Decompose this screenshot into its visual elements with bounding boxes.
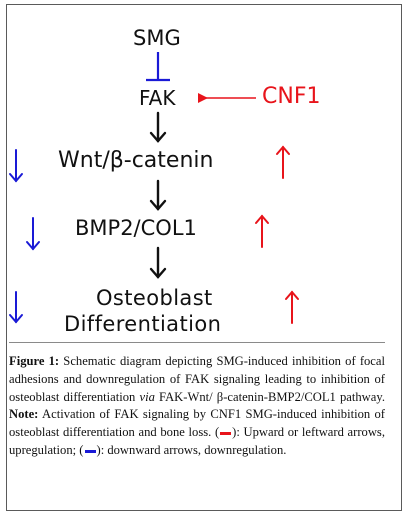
node-osteoblast: Osteoblast (96, 286, 213, 310)
node-differentiation: Differentiation (64, 312, 222, 336)
bmp2-to-osteo-arrow (149, 246, 167, 279)
caption-text-5: ): downward arrows, downregulation. (96, 442, 287, 457)
figure-frame (6, 4, 402, 511)
legend-blue-swatch (84, 449, 96, 453)
fak-to-wnt-arrow (149, 111, 167, 143)
osteo-up-arrow (285, 290, 299, 324)
figure-caption: Figure 1: Schematic diagram depicting SM… (9, 342, 385, 460)
wnt-down-arrow (9, 149, 23, 183)
caption-via: via (139, 389, 155, 404)
node-bmp2-col1: BMP2/COL1 (75, 216, 197, 240)
osteo-down-arrow (9, 291, 23, 324)
legend-red-swatch (220, 431, 232, 435)
wnt-to-bmp2-arrow (149, 179, 167, 211)
node-smg: SMG (133, 26, 181, 50)
node-cnf1: CNF1 (262, 84, 321, 109)
caption-text-1: Schematic diagram depicting SMG-induced … (9, 354, 385, 404)
caption-text-4: ): Upward or leftward arrows, upregulati… (9, 425, 385, 457)
node-fak: FAK (139, 86, 176, 110)
bmp2-down-arrow (26, 217, 40, 251)
node-wnt-beta-catenin: Wnt/β-catenin (58, 148, 214, 173)
bmp2-up-arrow (255, 214, 269, 248)
figure-label: Figure 1: (9, 354, 60, 368)
caption-text-2: FAK-Wnt/ β-catenin-BMP2/COL1 pathway. (154, 389, 385, 404)
smg-inhibits-fak-connector (146, 52, 170, 82)
wnt-up-arrow (276, 145, 290, 179)
caption-text-3: Activation of FAK signaling by CNF1 SMG-… (9, 407, 385, 440)
pathway-diagram (9, 52, 299, 324)
note-label: Note: (9, 407, 39, 422)
